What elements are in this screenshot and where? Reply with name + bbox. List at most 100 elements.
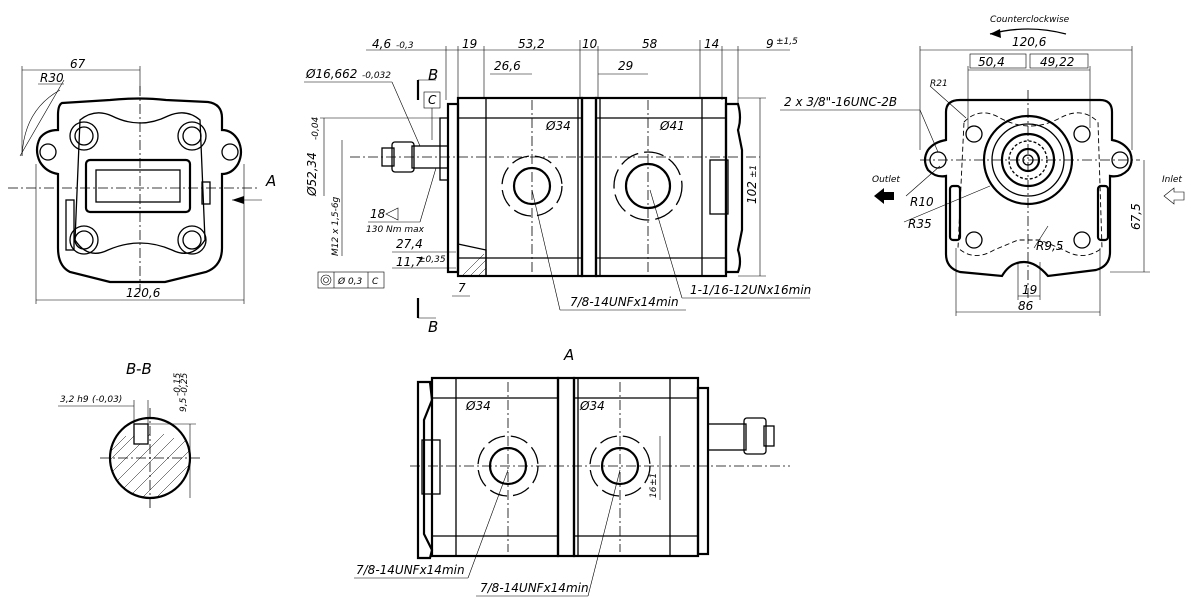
side-dim-18: 18 [370,207,386,221]
rear-dim-50-box [969,53,1027,69]
rear-side-slot-left [948,184,962,242]
side-torque: 130 Nm max [366,225,425,235]
rear-bolt-tl [965,125,983,143]
side-port-small-ring [501,155,563,217]
side-dim-7: 7 [458,281,466,295]
side-corner-section [457,243,487,277]
section-hatch-7 [149,457,190,498]
section-key-tol: (-0,03) [92,395,122,405]
side-shaft-dia-leader [391,81,421,147]
front-r30-leader [19,79,65,157]
section-label-top: B [428,66,438,84]
front-bolt-tl-inner [74,126,94,146]
rear-rotation-arc [989,28,1067,35]
side-dim-shaft-dia: Ø16,662 [305,67,357,81]
view-a-title: A [563,346,574,364]
bottom-shaft-nut [743,417,767,455]
section-depth-tol-hi: -0,15 [173,372,183,396]
bottom-tol-16: ±1 [649,473,659,486]
front-view: 67 R30 120,6 A [8,57,276,304]
side-dim-19: 19 [462,37,477,51]
front-bolt-br-inner [182,230,202,250]
rear-r10-leader [905,165,941,197]
rear-hidden-contour [957,112,1103,256]
front-bolt-tl [69,121,99,151]
side-dim-29: 29 [618,59,633,73]
side-tol-4-6: -0,3 [396,41,414,51]
rear-outlet: Outlet [872,175,900,185]
rear-dim-50-4: 50,4 [978,55,1005,69]
front-side-tab-right [201,181,211,205]
front-bolt-bl [69,225,99,255]
section-keyway [133,423,149,445]
side-spacer [580,96,598,278]
section-hatch-6 [135,447,190,498]
rear-view: Counterclockwise 120,6 50,4 49,22 R21 2 … [780,15,1185,316]
section-hatch-4 [113,437,175,498]
bottom-port-a-leader [467,469,509,579]
side-hatch-2 [469,259,487,277]
side-dim-102: 102 [745,181,759,204]
side-tol-9: ±1,5 [776,37,798,47]
side-body-rear-inner [599,97,703,277]
rear-outlet-arrow-icon [874,188,894,204]
section-depth-tol-lo: -0,25 [180,372,190,396]
rear-dim-r10: R10 [910,195,934,209]
side-dim-27-4: 27,4 [396,237,423,251]
view-a: A Ø34 Ø34 16 ±1 7/8-14UNFx14min 7/8-14UN… [354,346,790,597]
side-port-small-label: 7/8-14UNFx14min [570,295,679,309]
bottom-flange-plate [696,386,710,556]
section-hatch-10 [110,435,127,459]
bottom-shaft [707,423,747,451]
side-end-cover [724,102,744,274]
side-dim-14: 14 [704,37,719,51]
bottom-spacer [556,376,576,558]
side-hatch-3 [477,267,487,277]
side-dim-9: 9 [766,37,774,51]
side-fcf-symbol [320,274,332,286]
bottom-shaft-thread [763,425,775,447]
section-hatch-5 [123,439,187,498]
side-dim-pilot: Ø52,34 [305,152,319,197]
side-body-front-inner [485,97,579,277]
front-inner-pad [74,112,206,254]
bottom-end-cover [416,380,434,560]
side-tol-pilot: -0,04 [311,116,321,140]
front-ear-hole-left [39,143,57,161]
side-tol-11-7: ±0,35 [418,255,446,265]
section-bb: B-B 3,2 h9 (-0,03) 9,5 -0,15 -0,25 [58,360,200,508]
side-fcf-symbol-inner [323,277,329,283]
rear-dim-19: 19 [1022,283,1037,297]
bottom-body-front-inner [577,377,671,557]
rear-bolt-bl [965,231,983,249]
section-bb-title: B-B [126,360,152,378]
section-hatch-1 [110,429,141,471]
rear-dim-49-box [1029,53,1089,69]
side-view: 4,6 -0,3 19 53,2 10 58 14 9 ±1,5 26,6 29… [304,37,811,336]
side-dim-11-7: 11,7 [396,255,423,269]
front-view-arrow-head [232,196,244,204]
side-flange-plate [446,102,460,274]
rear-side-slot-right [1096,184,1110,242]
side-datum-c: C [428,93,437,107]
front-dim-width: 120,6 [126,286,161,300]
rear-dim-r9-5: R9,5 [1036,239,1063,253]
rear-dim-49-22: 49,22 [1040,55,1074,69]
rear-rotation: Counterclockwise [990,15,1070,25]
rear-dim-120-6: 120,6 [1012,35,1047,49]
side-dim-phi41: Ø41 [659,119,685,133]
side-end-tab [709,159,729,215]
front-ear-hole-right [221,143,239,161]
front-center-window [84,158,192,214]
section-key: 3,2 h9 [60,395,89,405]
rear-dim-r35: R35 [908,217,932,231]
rear-r9-leader [1033,225,1049,249]
bottom-dim-16: 16 [649,486,659,498]
bottom-body-rear [430,376,560,558]
front-bolt-tr-inner [182,126,202,146]
front-bolt-bl-inner [74,230,94,250]
rear-inlet-arrow-icon [1163,187,1185,205]
side-dim-10: 10 [582,37,598,51]
side-dim-26-6: 26,6 [494,59,521,73]
front-dim-67: 67 [70,57,86,71]
